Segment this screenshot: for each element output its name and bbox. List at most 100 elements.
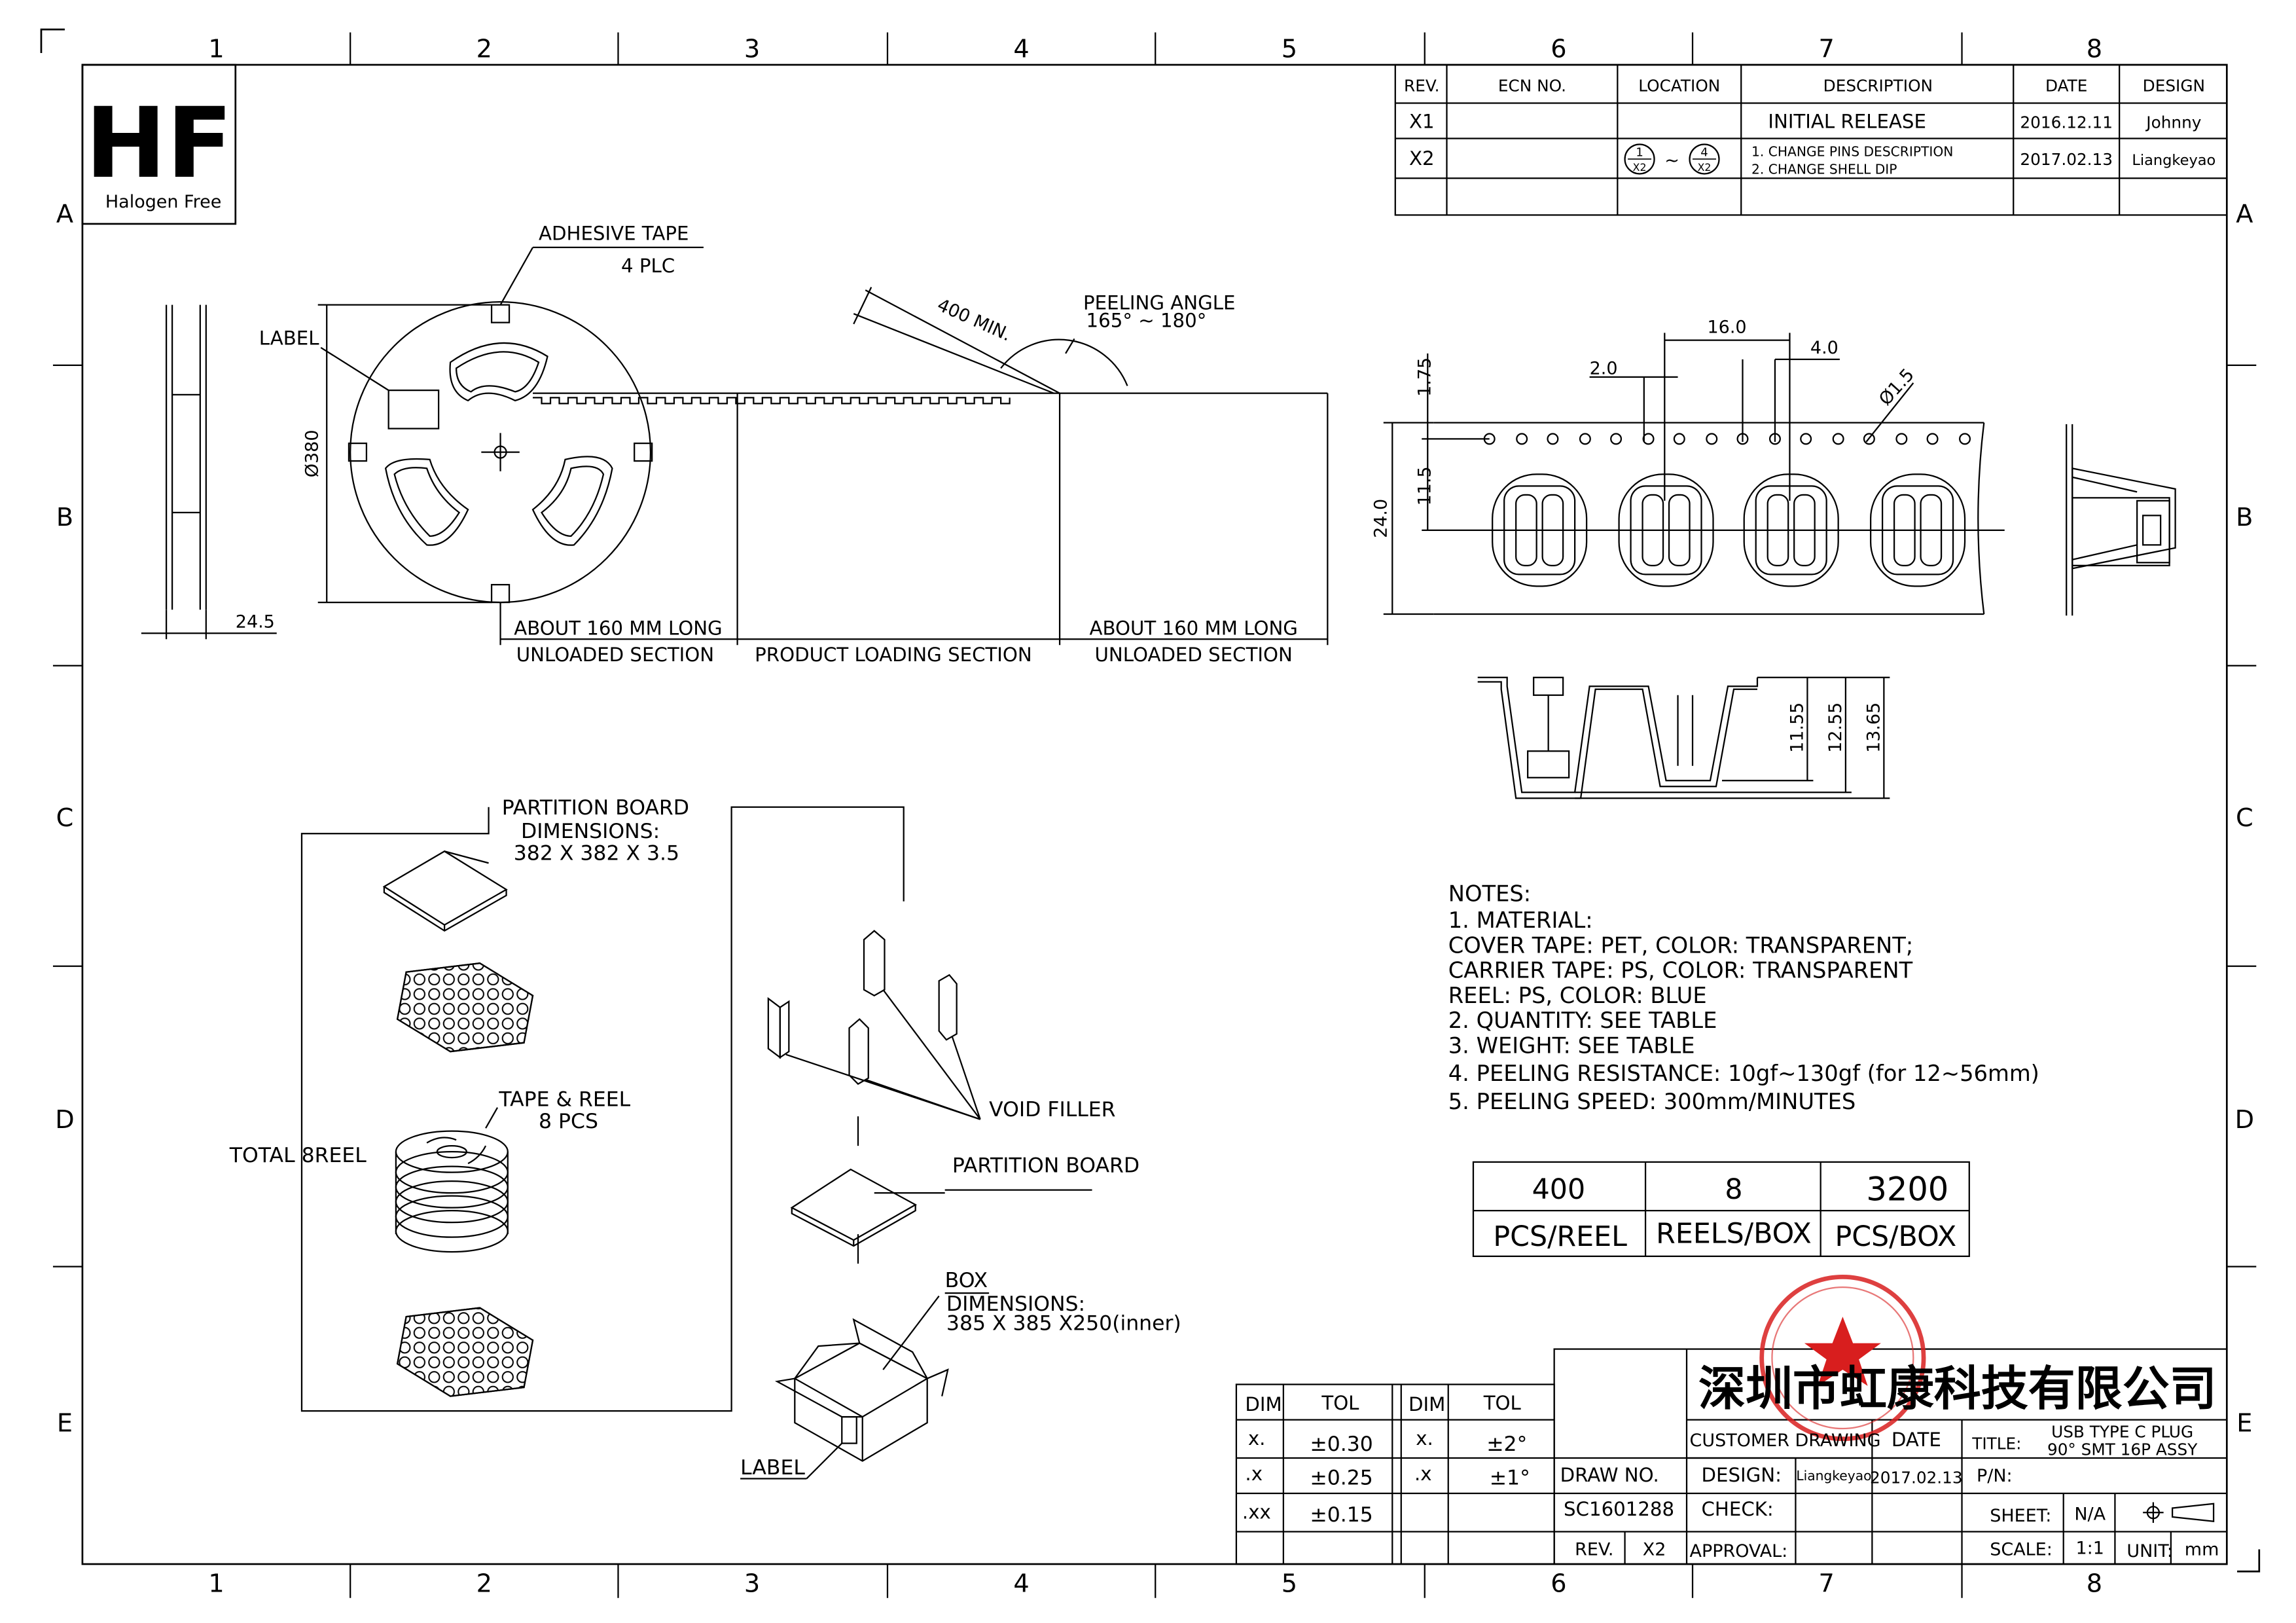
box-assembly [767,930,981,1480]
col-label-top-3: 3 [744,35,760,64]
rev-header-date: DATE [2045,76,2087,95]
sheet-value: N/A [2074,1504,2106,1525]
reel-label-callout: LABEL [259,327,319,349]
leader-tape [499,287,1329,646]
unloaded-section-left: UNLOADED SECTION [516,644,714,666]
note-line-8: 5. PEELING SPEED: 300mm/MINUTES [1448,1089,1856,1114]
col-label-top-4: 4 [1013,35,1029,64]
col-label-bottom-1: 1 [208,1570,224,1599]
qty-pcs-per-reel: 400 [1532,1173,1586,1206]
rev-x2-date: 2017.02.13 [2020,150,2113,169]
row-label-right-c: C [2236,804,2253,833]
rev-header-location: LOCATION [1638,76,1720,95]
row-label-right-e: E [2236,1410,2252,1438]
rev-x1-description: INITIAL RELEASE [1768,111,1926,133]
tape-reel-label: TAPE & REEL [498,1087,630,1111]
pocket-depth-dim-2: 12.55 [1825,702,1846,753]
row-label-left-c: C [56,804,74,833]
design-label: DESIGN: [1702,1464,1782,1486]
note-line-4: REEL: PS, COLOR: BLUE [1448,983,1707,1008]
tol-r3-dim-1: .xx [1242,1501,1271,1523]
box-title: BOX [945,1269,988,1292]
halogen-free-logo: HF Halogen Free [81,64,237,225]
row-label-left-a: A [56,200,73,229]
reel-diameter-dim: Ø380 [302,430,323,478]
logo-caption: Halogen Free [105,192,221,212]
svg-text:1: 1 [1636,145,1643,159]
tape-pocket-2 [1618,473,1714,587]
design-name: Liangkeyao [1796,1468,1871,1484]
center-distance-dim: 11.5 [1415,466,1435,505]
rev-value: X2 [1643,1540,1666,1560]
rev-header-design: DESIGN [2143,76,2205,95]
tol-header-tol-2: TOL [1483,1392,1522,1414]
notes: NOTES: 1. MATERIAL: COVER TAPE: PET, COL… [1448,881,2039,1114]
reel-front-view [317,246,704,604]
logo-text: HF [85,87,233,200]
pocket-depth-dim-3: 13.65 [1864,702,1884,753]
title-block: 深圳市虹康科技有限公司 CUSTOMER DRAWING DATE TITLE:… [1553,1274,2228,1565]
tol-r1-tol-1: ±0.30 [1310,1432,1372,1456]
rev-x2: X2 [1409,147,1435,170]
note-line-5: 2. QUANTITY: SEE TABLE [1448,1008,1717,1033]
col-label-bottom-6: 6 [1551,1570,1566,1599]
note-line-6: 3. WEIGHT: SEE TABLE [1448,1032,1695,1058]
draw-no-label: DRAW NO. [1560,1464,1659,1486]
peeling-angle-value: 165° ~ 180° [1086,309,1207,331]
unit-pcs-per-reel: PCS/REEL [1493,1220,1627,1253]
rev-label: REV. [1575,1540,1613,1560]
col-label-top-7: 7 [1818,35,1834,64]
packing-stack [300,806,905,1412]
partition-board-title: PARTITION BOARD [502,796,689,820]
title-label: TITLE: [1971,1434,2021,1453]
connector-side-view [2066,424,2176,616]
rev-header-rev: REV. [1404,76,1439,95]
box-dimensions-label: DIMENSIONS: [946,1292,1085,1316]
frame-labels: 1 2 3 4 5 6 7 8 1 2 3 4 5 6 7 8 A B C D … [55,35,2254,1599]
unit-label: UNIT: [2126,1541,2172,1561]
projection-symbol-icon [2143,1502,2215,1523]
col-label-top-6: 6 [1551,35,1566,64]
svg-text:X2: X2 [1698,161,1712,173]
note-line-3: CARRIER TAPE: PS, COLOR: TRANSPARENT [1448,958,1913,983]
tol-r2-tol-2: ±1° [1490,1467,1530,1490]
tolerance-table: DIM TOL DIM TOL x. ±0.30 x. ±2° .x ±0.25… [1235,1383,1555,1565]
pn-label: P/N: [1977,1466,2013,1486]
date-header: DATE [1892,1429,1941,1451]
location-separator: ~ [1664,151,1679,171]
tape-reel-qty: 8 PCS [539,1110,598,1133]
row-label-right-b: B [2236,503,2253,532]
col-label-bottom-5: 5 [1282,1570,1297,1599]
title-value-1: USB TYPE C PLUG [2051,1423,2193,1442]
company-stamp [1759,1274,1926,1442]
product-loading-section: PRODUCT LOADING SECTION [755,644,1032,666]
col-label-bottom-3: 3 [744,1570,760,1599]
unloaded-length-right: ABOUT 160 MM LONG [1089,617,1297,640]
row-label-right-a: A [2236,200,2253,229]
rev-x2-design: Liangkeyao [2132,152,2215,169]
rev-x1-date: 2016.12.11 [2020,113,2113,132]
tol-r1-tol-2: ±2° [1486,1432,1527,1456]
approval-label: APPROVAL: [1690,1541,1788,1561]
box-label-callout: LABEL [740,1456,805,1480]
qty-reels-per-box: 8 [1725,1173,1742,1206]
check-label: CHECK: [1702,1498,1774,1520]
box-dimensions: 385 X 385 X250(inner) [946,1311,1181,1335]
col-label-bottom-8: 8 [2087,1570,2102,1599]
note-line-2: COVER TAPE: PET, COLOR: TRANSPARENT; [1448,932,1914,958]
tol-header-dim-1: DIM [1245,1393,1282,1415]
adhesive-tape-label: ADHESIVE TAPE [539,223,689,245]
pocket-pitch-dim: 16.0 [1708,317,1747,337]
col-label-top-5: 5 [1282,35,1297,64]
scale-label: SCALE: [1990,1540,2053,1560]
drawing-frame [40,28,2261,1598]
void-filler-label: VOID FILLER [989,1098,1115,1122]
col-label-bottom-4: 4 [1013,1570,1029,1599]
rev-x1: X1 [1409,111,1435,133]
tol-r3-tol-1: ±0.15 [1310,1503,1372,1527]
row-label-left-e: E [57,1410,73,1438]
tol-r1-dim-2: x. [1416,1427,1433,1450]
tol-r2-dim-2: .x [1414,1463,1432,1485]
carrier-tape-top-view [1383,333,2005,615]
unloaded-length-left: ABOUT 160 MM LONG [514,617,722,640]
